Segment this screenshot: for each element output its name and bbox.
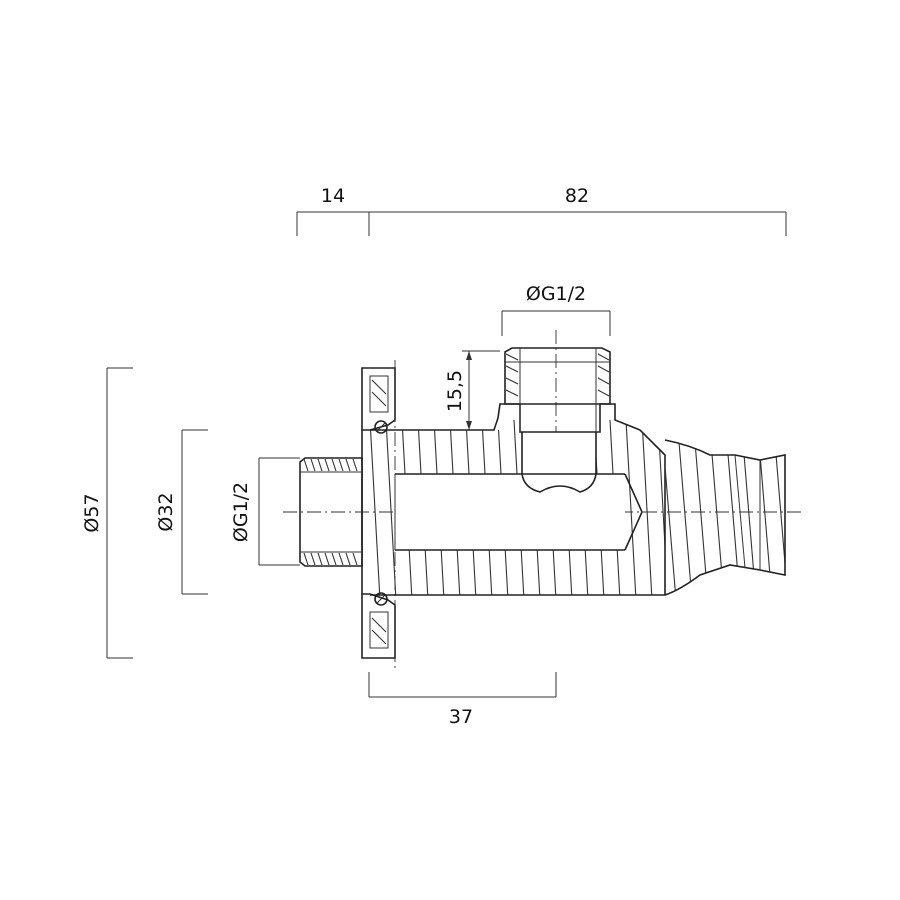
outlet-nipple: [504, 347, 611, 432]
dimension-dia-32: Ø32: [155, 429, 208, 595]
dim-inlet-thread-label: ØG1/2: [230, 482, 252, 542]
valve-body: [370, 403, 666, 596]
dimension-inlet-thread: ØG1/2: [230, 457, 300, 566]
dim-57-label: Ø57: [81, 493, 103, 532]
flange: [361, 367, 396, 659]
dim-15-5-label: 15,5: [444, 370, 466, 412]
dimension-bottom: 37: [368, 672, 557, 728]
dimension-outlet-height: 15,5: [444, 350, 500, 430]
outlet-bore-mask: [522, 432, 596, 492]
valve-tail: [664, 439, 786, 596]
dimension-dia-57: Ø57: [81, 367, 133, 659]
dim-32-label: Ø32: [155, 492, 177, 531]
o-rings: [374, 420, 388, 606]
dim-37-label: 37: [449, 706, 473, 728]
inlet-nipple: [299, 457, 363, 567]
dim-82-label: 82: [565, 185, 589, 207]
dim-14-label: 14: [321, 185, 345, 207]
dim-outlet-thread-label: ØG1/2: [526, 283, 586, 305]
dimension-top: 14 82: [296, 185, 787, 236]
dimension-outlet-thread: ØG1/2: [501, 283, 611, 336]
